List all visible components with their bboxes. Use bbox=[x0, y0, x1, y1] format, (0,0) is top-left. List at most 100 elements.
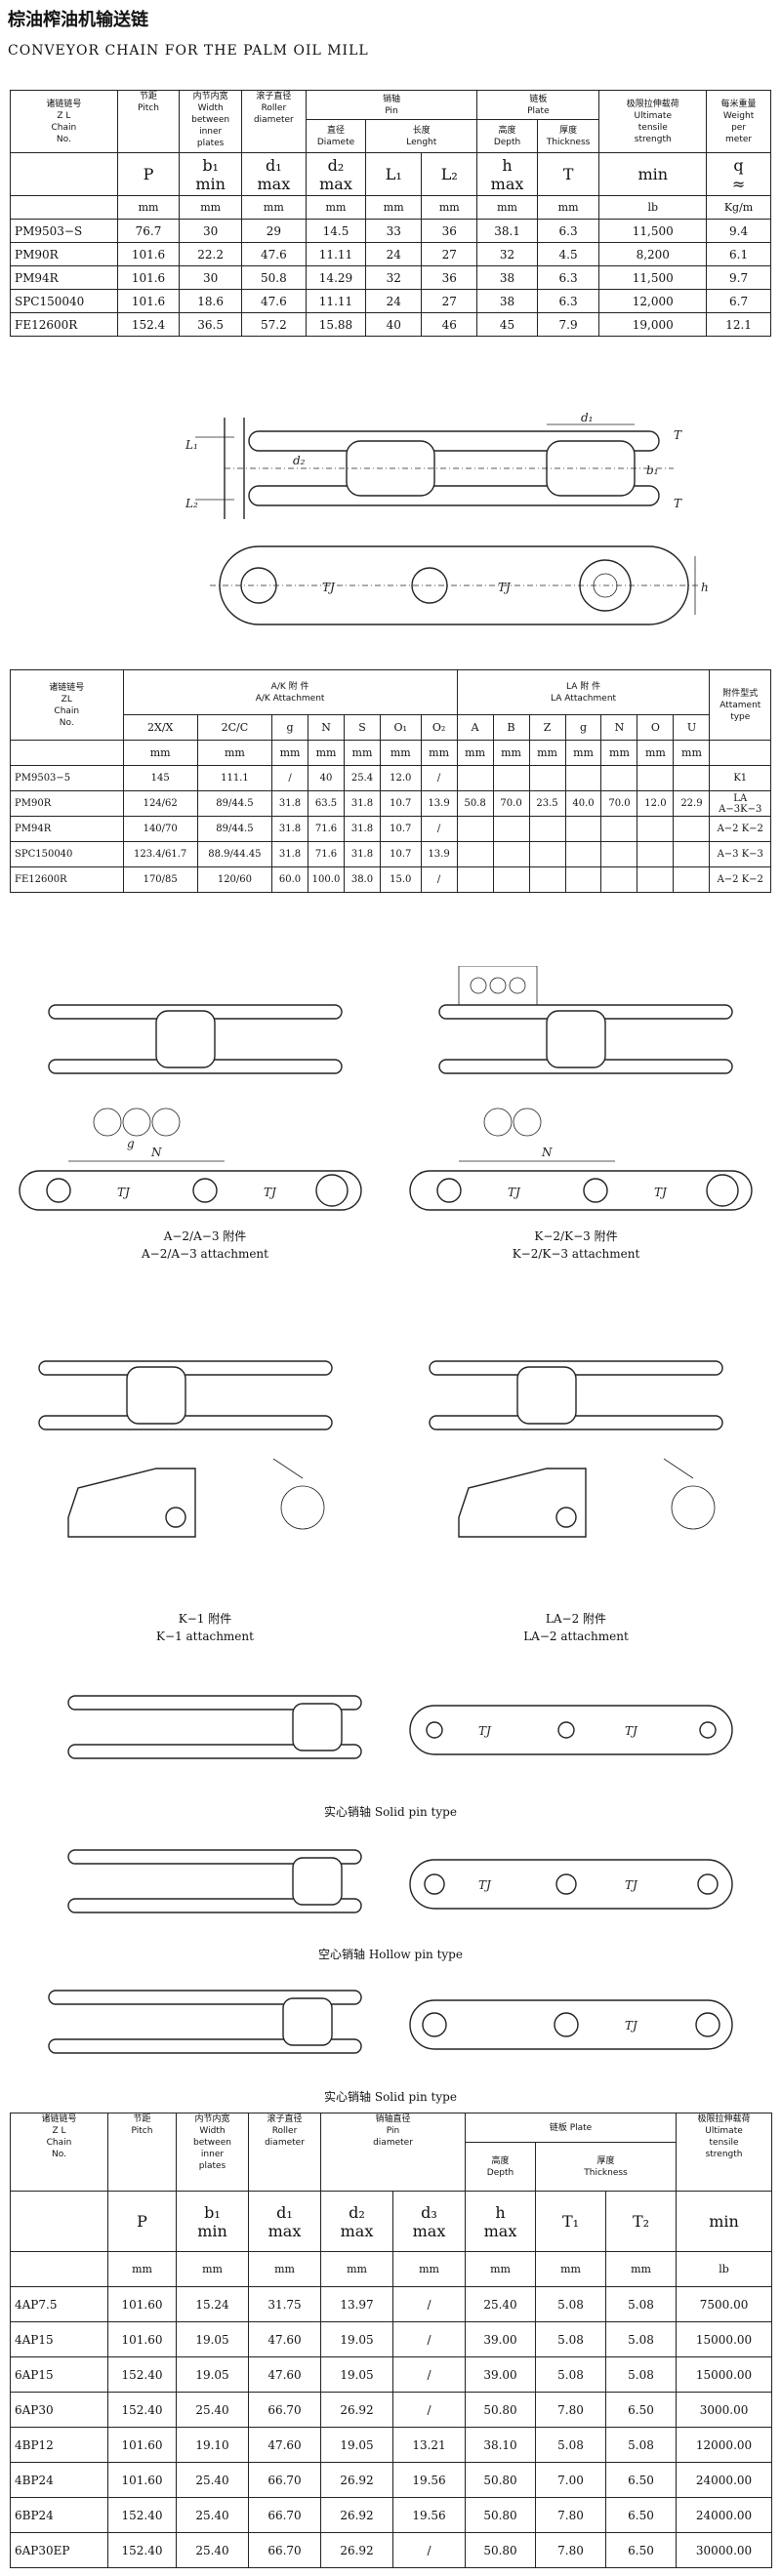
unit-cell: mm bbox=[308, 740, 345, 766]
table-cell: 10.7 bbox=[379, 816, 422, 842]
table-cell bbox=[456, 841, 494, 867]
table-cell: 71.6 bbox=[308, 816, 345, 842]
table-cell: 18.6 bbox=[179, 289, 242, 313]
chain-no-cell: PM90R bbox=[10, 242, 118, 266]
table-cell: A−2 K−2 bbox=[709, 866, 771, 893]
label-L2: L₂ bbox=[185, 497, 198, 510]
attachment-a2-drawing: TJ TJ N g bbox=[19, 1004, 362, 1211]
table-cell: 5.08 bbox=[604, 2427, 678, 2463]
table-cell: 40.0 bbox=[564, 790, 602, 817]
table-cell bbox=[456, 816, 494, 842]
caption-k1-en: K−1 attachment bbox=[156, 1630, 254, 1643]
table-cell: 25.40 bbox=[176, 2462, 249, 2498]
table-cell: 36.5 bbox=[179, 312, 242, 337]
header-tensile: 极限拉伸载荷 Ultimate tensile strength bbox=[598, 90, 708, 153]
unit-cell: mm bbox=[196, 740, 273, 766]
chain-no-cell: 4AP15 bbox=[10, 2321, 108, 2357]
caption-la2-cn: LA−2 附件 bbox=[545, 1612, 607, 1626]
table-cell: 101.60 bbox=[107, 2427, 177, 2463]
symbol-cell: 2X/X bbox=[122, 714, 198, 741]
table-cell: 10.7 bbox=[379, 841, 422, 867]
table-cell bbox=[456, 866, 494, 893]
unit-cell: mm bbox=[107, 2251, 177, 2287]
table-cell: 111.1 bbox=[196, 765, 273, 791]
table-cell: 13.21 bbox=[392, 2427, 466, 2463]
table-cell: K1 bbox=[709, 765, 771, 791]
unit-cell: mm bbox=[365, 195, 423, 220]
table-cell: 47.6 bbox=[240, 289, 307, 313]
table-cell bbox=[564, 765, 602, 791]
label-TJ-2: TJ bbox=[498, 581, 512, 594]
symbol-cell: B bbox=[492, 714, 530, 741]
unit-cell: mm bbox=[476, 195, 538, 220]
table-cell: 10.7 bbox=[379, 790, 422, 817]
header-roller: 滚子直径 Roller diameter bbox=[240, 90, 307, 153]
symbol-cell: S bbox=[343, 714, 381, 741]
table-cell: 38 bbox=[476, 289, 538, 313]
header-pitch: 节距 Pitch bbox=[116, 90, 181, 153]
attachment-la2-drawing bbox=[429, 1360, 723, 1538]
table-cell: 66.70 bbox=[248, 2462, 321, 2498]
header-pin-diameter: 直径 Diamete bbox=[305, 119, 367, 153]
table-cell bbox=[637, 866, 675, 893]
table-cell: 152.40 bbox=[107, 2532, 177, 2568]
table-cell: 50.8 bbox=[456, 790, 494, 817]
unit-cell: mm bbox=[379, 740, 422, 766]
table-cell: 31.8 bbox=[271, 816, 309, 842]
table-cell: 12.1 bbox=[706, 312, 771, 337]
table-cell: 26.92 bbox=[320, 2392, 393, 2428]
chain-no-cell: 6AP30EP bbox=[10, 2532, 108, 2568]
table-cell: 5.08 bbox=[535, 2427, 606, 2463]
label-T-top: T bbox=[674, 428, 682, 442]
symbol-cell: L₂ bbox=[421, 152, 478, 196]
table-cell: 3000.00 bbox=[676, 2392, 773, 2428]
header-tensile: 极限拉伸载荷 Ultimate tensile strength bbox=[676, 2113, 773, 2192]
table-cell: 140/70 bbox=[122, 816, 198, 842]
svg-text:TJ: TJ bbox=[478, 1724, 492, 1738]
table-cell: 25.40 bbox=[176, 2497, 249, 2533]
table-cell: 23.5 bbox=[528, 790, 566, 817]
header-thickness: 厚度 Thickness bbox=[536, 119, 600, 153]
header-width: 内节内宽 Width between inner plates bbox=[176, 2113, 249, 2192]
table-cell: 40 bbox=[308, 765, 345, 791]
table-cell: 50.8 bbox=[240, 265, 307, 290]
chain-no-cell: PM94R bbox=[10, 265, 118, 290]
table-cell: 39.00 bbox=[465, 2356, 536, 2393]
chain-spec-table-1: 诸链链号 Z L Chain No. 节距 Pitch 内节内宽 Width b… bbox=[10, 90, 771, 337]
table-cell: 38.1 bbox=[476, 219, 538, 243]
header-chain-no: 诸链链号 Z L Chain No. bbox=[10, 90, 118, 153]
label-b1: b₁ bbox=[646, 463, 659, 477]
header-plate: 链板 Plate bbox=[464, 2113, 678, 2143]
table-cell: 33 bbox=[365, 219, 423, 243]
unit-cell: mm bbox=[116, 195, 181, 220]
table-cell: 46 bbox=[421, 312, 478, 337]
unit-cell: mm bbox=[564, 740, 602, 766]
table-cell bbox=[492, 866, 530, 893]
table-cell: 47.60 bbox=[248, 2356, 321, 2393]
unit-cell: mm bbox=[604, 2251, 678, 2287]
header-chain-no: 诸链链号 ZL Chain No. bbox=[10, 669, 124, 741]
symbol-cell: O₁ bbox=[379, 714, 422, 741]
table-cell: 25.40 bbox=[176, 2392, 249, 2428]
table-cell: 120/60 bbox=[196, 866, 273, 893]
table-cell: 66.70 bbox=[248, 2497, 321, 2533]
table-cell: / bbox=[392, 2286, 466, 2322]
table-cell: 9.7 bbox=[706, 265, 771, 290]
unit-cell: mm bbox=[456, 740, 494, 766]
header-roller: 滚子直径 Roller diameter bbox=[248, 2113, 321, 2192]
table-cell: 19.56 bbox=[392, 2497, 466, 2533]
table-cell: 39.00 bbox=[465, 2321, 536, 2357]
symbol-cell: 2C/C bbox=[196, 714, 273, 741]
chain-no-cell: SPC150040 bbox=[10, 289, 118, 313]
symbol-cell: T bbox=[536, 152, 600, 196]
table-cell: 152.4 bbox=[116, 312, 181, 337]
unit-cell: mm bbox=[637, 740, 675, 766]
table-cell: 101.60 bbox=[107, 2321, 177, 2357]
